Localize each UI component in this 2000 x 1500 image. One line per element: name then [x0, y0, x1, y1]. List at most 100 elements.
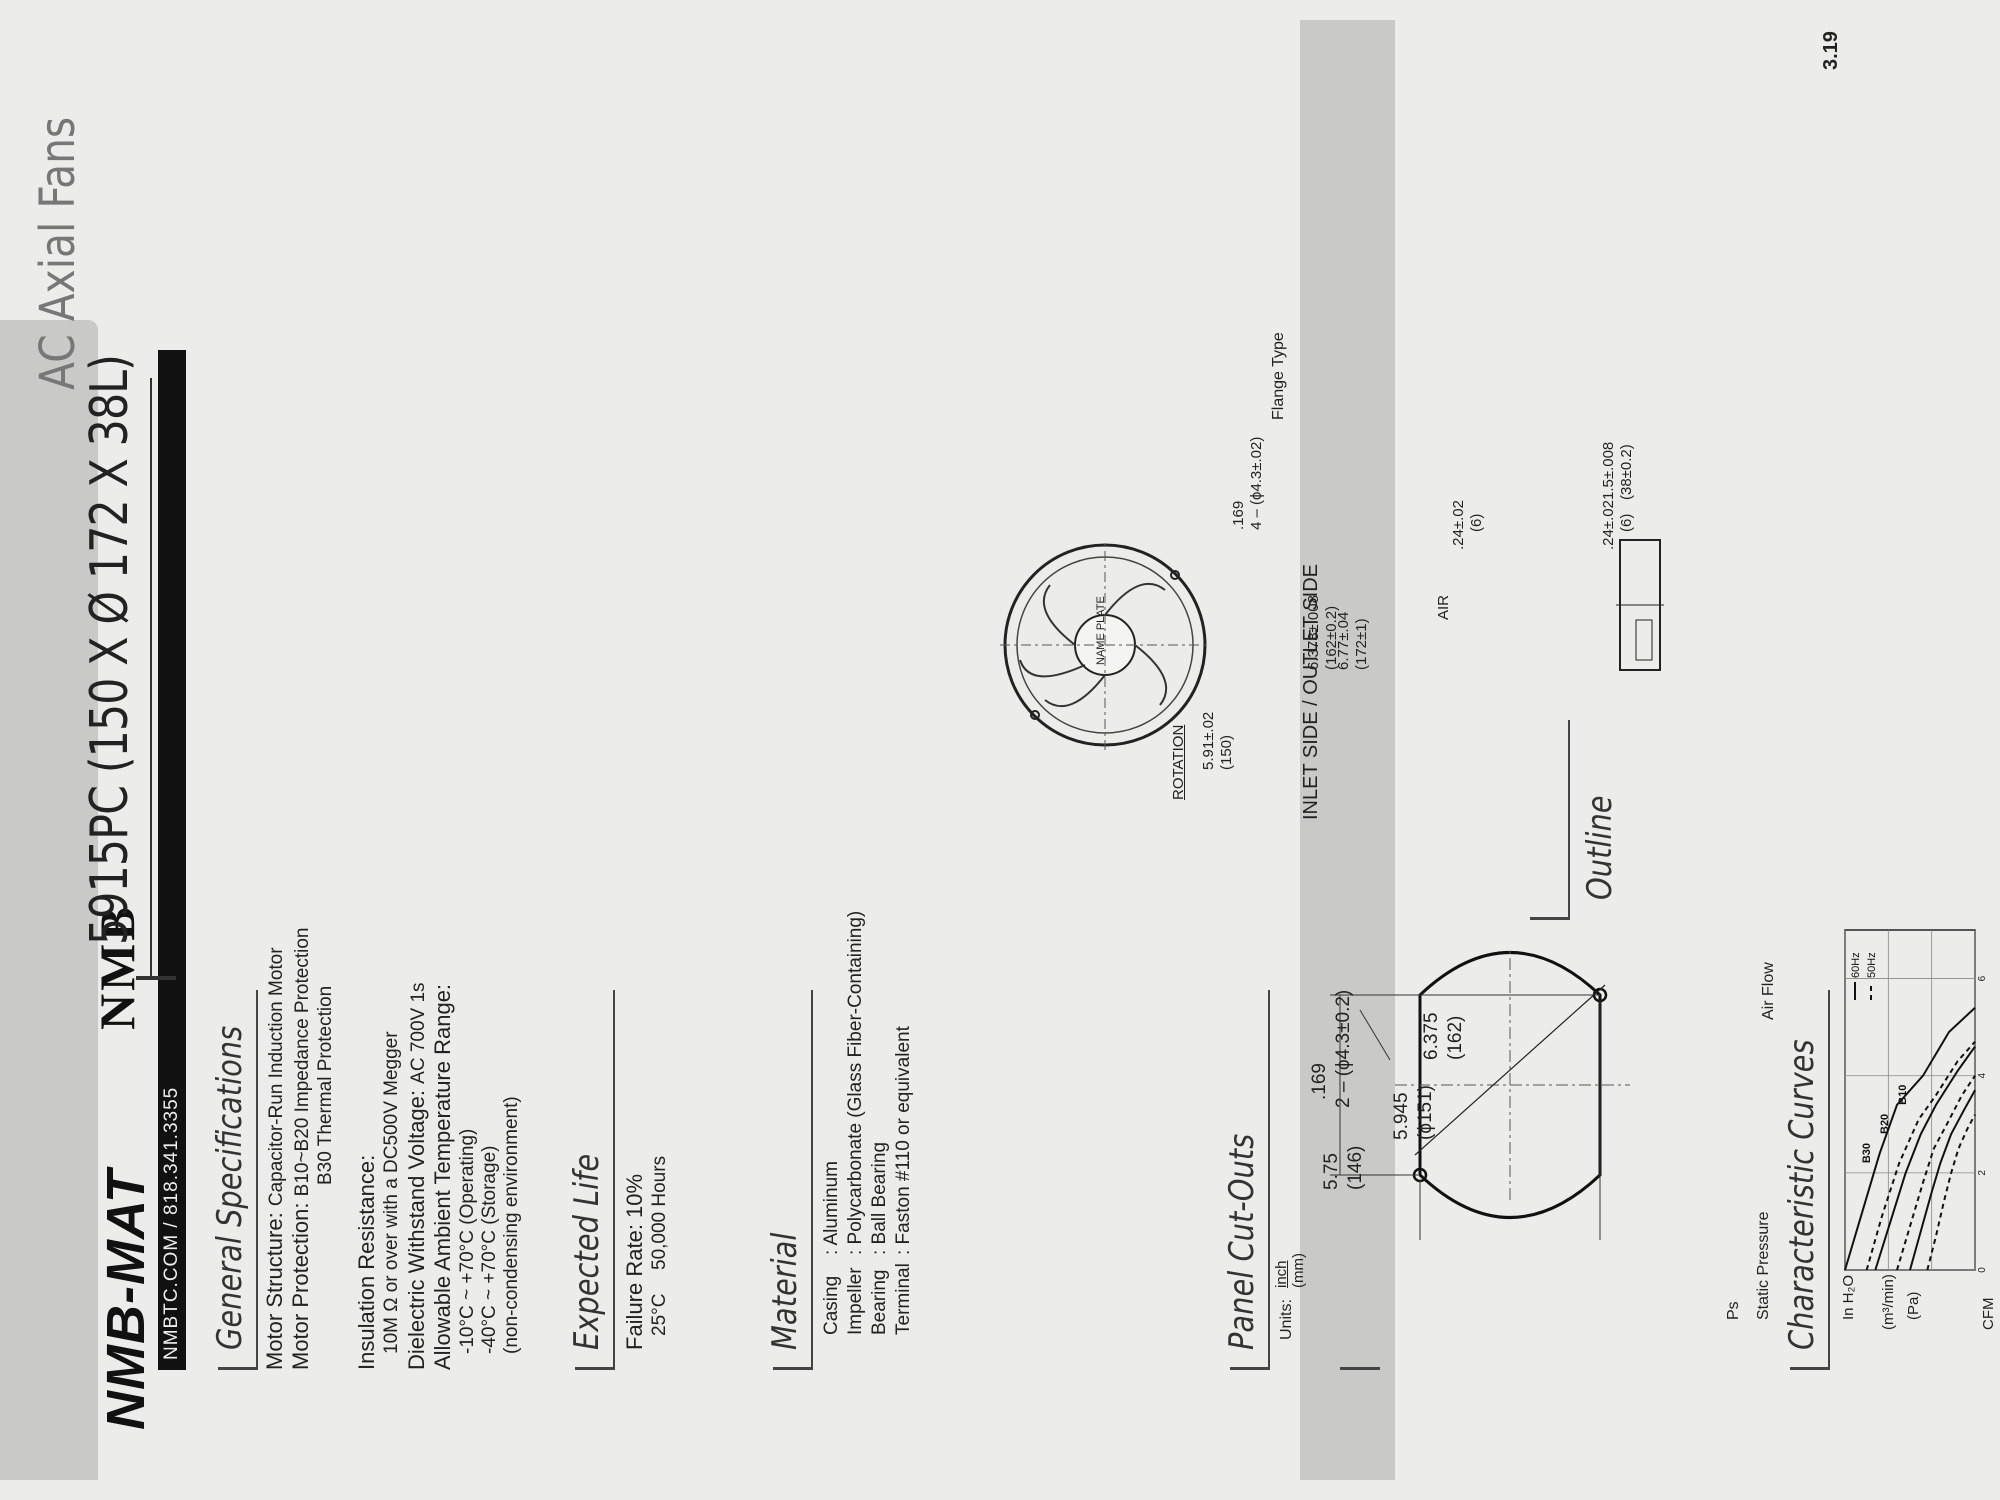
panel-dim1: 5.75 — [1321, 1153, 1342, 1190]
outline-dim-e-mm: (162±0.2) — [1323, 605, 1340, 670]
panel-hole-note: 2 – (ϕ4.3±0.2) — [1333, 989, 1354, 1108]
section-rule — [1268, 990, 1270, 1370]
outline-dim-e: 6.378±.008 — [1305, 595, 1322, 670]
motor-protection-value2: B30 Thermal Protection — [315, 985, 336, 1185]
motor-structure-label: Motor Structure: — [262, 1212, 287, 1370]
section-tick — [773, 1367, 813, 1370]
outline-dim-a: .24±.02 — [1600, 500, 1617, 550]
ambient-operating: -10°C ~ +70°C (Operating) — [457, 1128, 478, 1354]
fan-blade — [1134, 644, 1168, 706]
mount-hole — [1170, 570, 1180, 580]
section-tick — [575, 1367, 615, 1370]
model-underline — [150, 378, 152, 978]
outline-dim-c-mm: (6) — [1468, 513, 1485, 532]
series-line — [1874, 1045, 1976, 1271]
plot-frame — [1844, 929, 1976, 1271]
legend-dashed-label: 50Hz — [1866, 952, 1878, 978]
x-tick-label: 4 — [1977, 1072, 1985, 1078]
characteristic-curve-chart: 0246B30B20B1060Hz50Hz — [1844, 929, 1985, 1273]
section-title-panel: Panel Cut-Outs — [1222, 1133, 1262, 1350]
x-tick-label: 0 — [1977, 1267, 1985, 1273]
section-tick — [1340, 1367, 1380, 1370]
outline-air: AIR — [1435, 594, 1452, 620]
outline-dim-f-mm: (150) — [1218, 734, 1235, 770]
outline-hole-note: 4 – (ϕ4.3±.02) — [1248, 436, 1265, 530]
units-top: inch — [1273, 1260, 1290, 1288]
ambient-storage: -40°C ~ +70°C (Storage) — [479, 1145, 500, 1354]
fan-blade — [1042, 584, 1076, 646]
material-row-value: : Ball Bearing — [869, 1141, 890, 1255]
insulation-label: Insulation Resistance: — [354, 1154, 379, 1370]
fan-blade — [1019, 659, 1086, 678]
panel-hole: .169 — [1309, 1063, 1330, 1100]
mount-hole — [1030, 710, 1040, 720]
leader-line — [1359, 1009, 1391, 1061]
outline-dim-a-mm: (6) — [1618, 513, 1635, 532]
side-terminal — [1635, 619, 1653, 661]
section-rule — [613, 990, 615, 1370]
outline-hole: .169 — [1230, 500, 1247, 530]
series-line — [1865, 1041, 1976, 1271]
curve-label: B10 — [1897, 1085, 1909, 1105]
units-label: Units: — [1278, 1299, 1295, 1340]
ambient-label: Allowable Ambient Temperature Range: — [430, 983, 455, 1370]
material-row-label: Casing — [821, 1275, 842, 1335]
dielectric-value: AC 700V 1s — [408, 982, 429, 1084]
series-line — [1896, 1075, 1976, 1271]
motor-structure-value: Capacitor-Run Induction Motor — [266, 947, 287, 1207]
series-line — [1909, 1089, 1976, 1271]
outline-dim-b: 1.5±.008 — [1600, 441, 1617, 500]
series-line — [1844, 1006, 1976, 1271]
outline-caption: Flange Type — [1270, 332, 1287, 420]
fan-blade — [1104, 582, 1166, 616]
section-tick — [1790, 1367, 1830, 1370]
material-row-value: : Polycarbonate (Glass Fiber-Containing) — [845, 910, 866, 1255]
outline-dim-c: .24±.02 — [1450, 500, 1467, 550]
spacer — [158, 400, 161, 1350]
section-title-curves: Characteristic Curves — [1782, 1039, 1822, 1350]
section-tick — [1530, 917, 1570, 920]
material-row-value: : Aluminum — [821, 1161, 842, 1255]
dielectric-label: Dielectric Withstand Voltage: — [404, 1089, 429, 1370]
material-row-label: Impeller — [845, 1267, 866, 1335]
y-axis-label: Static Pressure — [1755, 1211, 1772, 1320]
section-tick — [1230, 1367, 1270, 1370]
legend-solid-label: 60Hz — [1850, 952, 1862, 978]
section-title-general: General Specifications — [210, 1025, 250, 1350]
contact-url-bar: NMBTC.COM / 818.341.3355 — [158, 350, 186, 1370]
series-line — [1926, 1114, 1976, 1271]
y-unit-right: (Pa) — [1905, 1291, 1922, 1320]
panel-cutout-drawing — [1330, 950, 1630, 1240]
outline-drawing — [1616, 539, 1664, 671]
life-hours: 50,000 Hours — [649, 1155, 670, 1270]
category-label: AC Axial Fans — [30, 116, 86, 390]
curve-label: B30 — [1861, 1143, 1873, 1163]
failure-rate: Failure Rate: 10% — [622, 1173, 647, 1350]
panel-dim1-mm: (146) — [1345, 1145, 1366, 1190]
model-title: 5915PC (150 X Ø 172 X 38L) — [80, 354, 140, 945]
name-plate-label: NAME PLATE — [1095, 596, 1107, 665]
y-symbol: Ps — [1725, 1301, 1742, 1320]
material-row-label: Terminal — [893, 1263, 914, 1335]
outline-dim-b-mm: (38±0.2) — [1618, 444, 1635, 500]
x-tick-label: 6 — [1977, 975, 1985, 981]
curve-label: B20 — [1879, 1114, 1891, 1134]
page-number: 3.19 — [1820, 31, 1842, 70]
material-row-value: : Faston #110 or equivalent — [893, 1026, 914, 1255]
motor-protection-value1: B10~B20 Impedance Protection — [292, 927, 313, 1197]
x-axis-label: Air Flow — [1760, 962, 1777, 1020]
diag-dimension — [1414, 984, 1606, 1156]
section-tick — [218, 1367, 258, 1370]
life-temp: 25°C — [649, 1293, 670, 1336]
insulation-value: 10M Ω or over with a DC500V Megger — [381, 1031, 402, 1354]
panel-dim2: 6.375 — [1421, 1012, 1442, 1060]
units-bottom: (mm) — [1290, 1253, 1307, 1288]
panel-diag: 5.945 — [1391, 1092, 1412, 1140]
section-title-life: Expected Life — [567, 1153, 607, 1350]
ambient-note: (non-condensing environment) — [501, 1096, 522, 1354]
model-tick — [136, 976, 176, 980]
material-row-label: Bearing — [869, 1269, 890, 1336]
section-rule — [811, 990, 813, 1370]
